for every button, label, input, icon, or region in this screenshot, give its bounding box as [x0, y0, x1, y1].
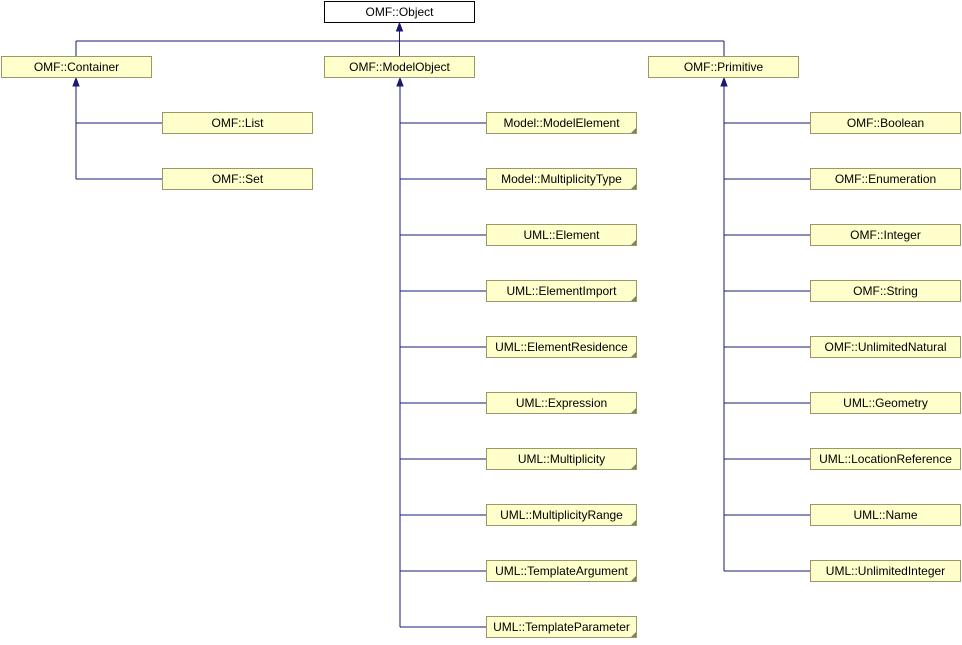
class-node-modelobject[interactable]: OMF::ModelObject: [324, 56, 475, 78]
class-node-geometry-label: UML::Geometry: [843, 396, 928, 410]
arrowhead-primitive: [720, 76, 728, 87]
class-node-multiplicity[interactable]: UML::Multiplicity: [486, 448, 637, 470]
class-node-elementimport[interactable]: UML::ElementImport: [486, 280, 637, 302]
class-node-integer[interactable]: OMF::Integer: [810, 224, 961, 246]
class-node-locationreference-label: UML::LocationReference: [819, 452, 952, 466]
class-node-modelelement-label: Model::ModelElement: [503, 116, 620, 130]
class-node-object-label: OMF::Object: [365, 5, 434, 19]
class-node-set-label: OMF::Set: [211, 172, 264, 186]
class-node-elementresidence[interactable]: UML::ElementResidence: [486, 336, 637, 358]
class-node-modelobject-label: OMF::ModelObject: [349, 60, 450, 74]
class-node-container-label: OMF::Container: [33, 60, 120, 74]
class-node-integer-label: OMF::Integer: [850, 228, 921, 242]
class-node-modelelement[interactable]: Model::ModelElement: [486, 112, 637, 134]
class-node-expression[interactable]: UML::Expression: [486, 392, 637, 414]
class-node-templateparameter-label: UML::TemplateParameter: [493, 620, 630, 634]
class-node-multiplicity-label: UML::Multiplicity: [517, 452, 606, 466]
class-node-elementimport-label: UML::ElementImport: [506, 284, 617, 298]
arrowhead-container: [72, 76, 80, 87]
class-node-templateargument[interactable]: UML::TemplateArgument: [486, 560, 637, 582]
class-node-list-label: OMF::List: [211, 116, 264, 130]
class-node-primitive[interactable]: OMF::Primitive: [648, 56, 799, 78]
class-node-unlimitedinteger[interactable]: UML::UnlimitedInteger: [810, 560, 961, 582]
arrowhead-root: [395, 21, 404, 32]
class-node-geometry[interactable]: UML::Geometry: [810, 392, 961, 414]
class-node-name[interactable]: UML::Name: [810, 504, 961, 526]
class-node-string[interactable]: OMF::String: [810, 280, 961, 302]
class-node-elementresidence-label: UML::ElementResidence: [495, 340, 628, 354]
class-node-unlimitedinteger-label: UML::UnlimitedInteger: [825, 564, 946, 578]
class-node-expression-label: UML::Expression: [515, 396, 608, 410]
class-node-templateargument-label: UML::TemplateArgument: [495, 564, 628, 578]
class-node-name-label: UML::Name: [853, 508, 918, 522]
class-node-multiplicityrange[interactable]: UML::MultiplicityRange: [486, 504, 637, 526]
class-node-enumeration-label: OMF::Enumeration: [834, 172, 937, 186]
class-node-list[interactable]: OMF::List: [162, 112, 313, 134]
class-node-primitive-label: OMF::Primitive: [683, 60, 764, 74]
class-node-unlimitednatural[interactable]: OMF::UnlimitedNatural: [810, 336, 961, 358]
class-node-set[interactable]: OMF::Set: [162, 168, 313, 190]
class-node-element[interactable]: UML::Element: [486, 224, 637, 246]
class-node-multiplicitytype[interactable]: Model::MultiplicityType: [486, 168, 637, 190]
class-node-object[interactable]: OMF::Object: [324, 1, 475, 23]
class-node-multiplicitytype-label: Model::MultiplicityType: [501, 172, 622, 186]
class-node-multiplicityrange-label: UML::MultiplicityRange: [500, 508, 623, 522]
class-node-boolean[interactable]: OMF::Boolean: [810, 112, 961, 134]
class-node-templateparameter[interactable]: UML::TemplateParameter: [486, 616, 637, 638]
class-node-unlimitednatural-label: OMF::UnlimitedNatural: [824, 340, 947, 354]
arrowhead-modelobject: [396, 76, 404, 87]
class-node-boolean-label: OMF::Boolean: [846, 116, 925, 130]
class-node-element-label: UML::Element: [523, 228, 600, 242]
class-node-enumeration[interactable]: OMF::Enumeration: [810, 168, 961, 190]
class-node-locationreference[interactable]: UML::LocationReference: [810, 448, 961, 470]
class-node-container[interactable]: OMF::Container: [1, 56, 152, 78]
class-node-string-label: OMF::String: [853, 284, 918, 298]
